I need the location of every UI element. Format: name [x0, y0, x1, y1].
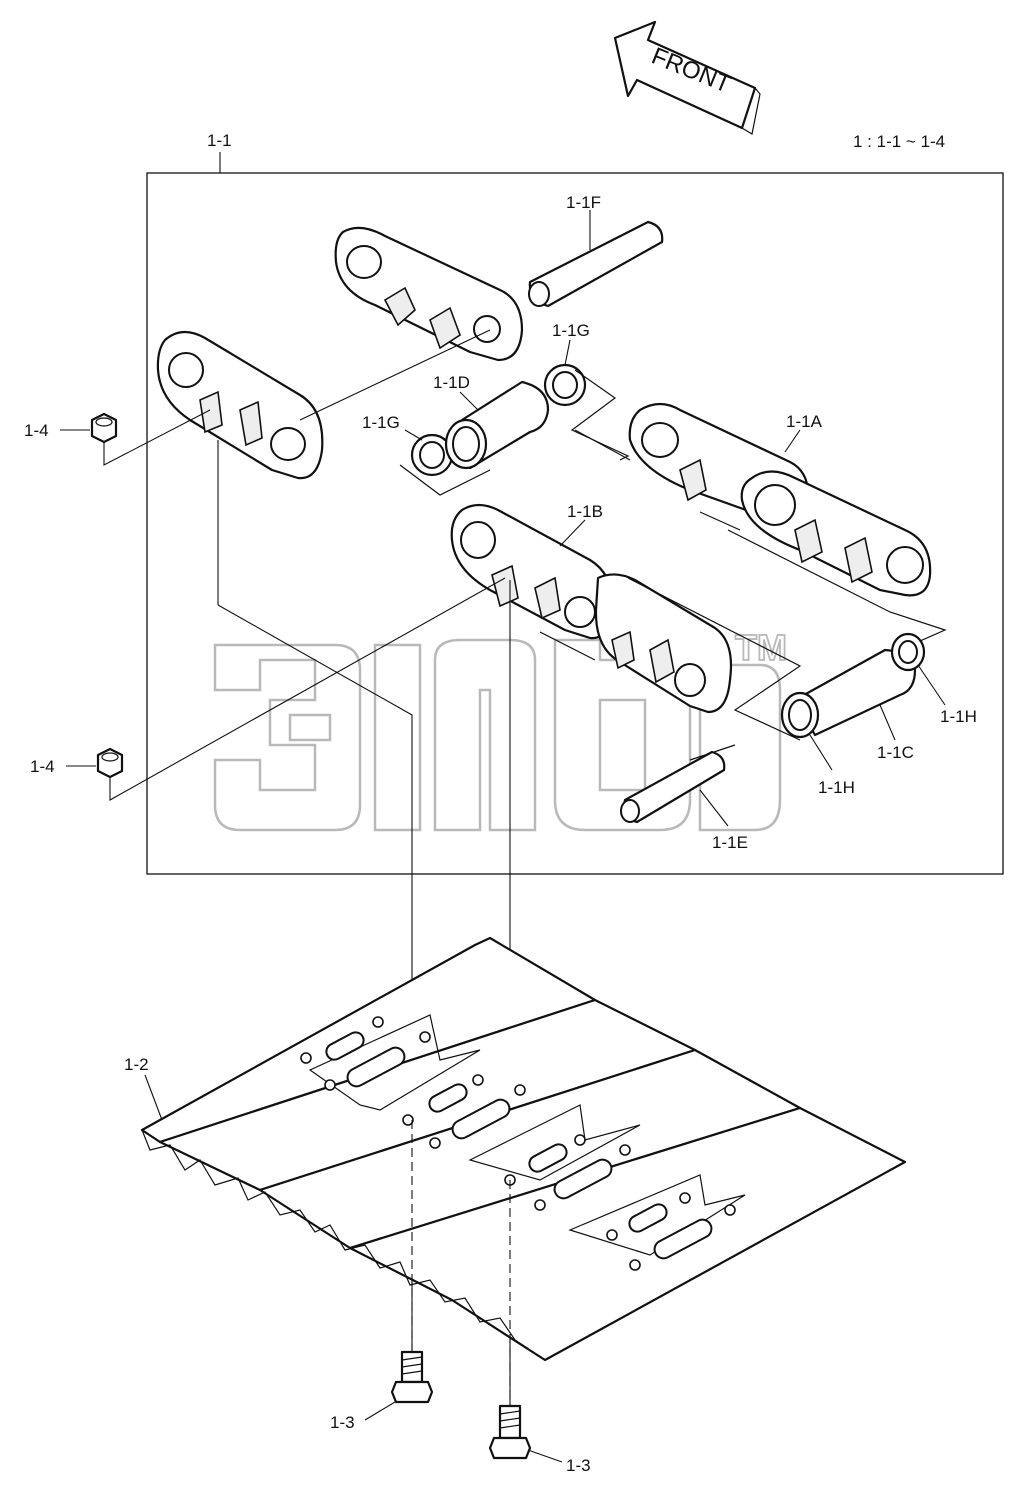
label-seal-1-1h-bottom: 1-1H	[818, 778, 855, 797]
label-link-1-1b: 1-1B	[567, 502, 603, 521]
label-seal-1-1g-top: 1-1G	[552, 321, 590, 340]
label-bushing-1-1d: 1-1D	[433, 373, 470, 392]
bushing-1-1d	[444, 380, 550, 470]
scale-note: 1 : 1-1 ~ 1-4	[853, 132, 945, 151]
label-seal-1-1g-left: 1-1G	[362, 413, 400, 432]
label-shoe-1-2: 1-2	[124, 1055, 149, 1074]
label-bushing-1-1c: 1-1C	[877, 743, 914, 762]
bolt-1-3-left	[390, 1350, 434, 1404]
nut-1-4-bottom	[96, 747, 124, 779]
label-bolt-1-3-right: 1-3	[566, 1456, 591, 1475]
label-nut-1-4-bottom: 1-4	[30, 757, 55, 776]
track-shoe-1-2	[140, 936, 907, 1362]
pin-1-1f	[528, 220, 664, 308]
track-link-left	[156, 330, 324, 480]
track-link-upper	[334, 226, 524, 362]
label-bolt-1-3-left: 1-3	[330, 1413, 355, 1432]
label-pin-1-1e: 1-1E	[712, 833, 748, 852]
front-arrow: FRONT	[613, 20, 761, 135]
watermark-trademark: TM	[735, 627, 787, 668]
seal-1-1g-top	[543, 363, 587, 407]
track-link-1-1b	[450, 503, 733, 714]
seal-1-1g-left	[410, 433, 454, 477]
pin-1-1e	[620, 750, 726, 824]
label-assembly: 1-1	[207, 131, 232, 150]
label-pin-1-1f: 1-1F	[566, 193, 601, 212]
assembly-frame	[146, 172, 1004, 875]
seal-1-1h-right	[890, 632, 926, 672]
track-link-1-1a	[628, 402, 932, 597]
nut-1-4-top	[90, 412, 118, 444]
label-nut-1-4-top: 1-4	[24, 421, 49, 440]
label-seal-1-1h-right: 1-1H	[940, 707, 977, 726]
label-link-1-1a: 1-1A	[786, 412, 823, 431]
bolt-1-3-right	[488, 1404, 532, 1460]
